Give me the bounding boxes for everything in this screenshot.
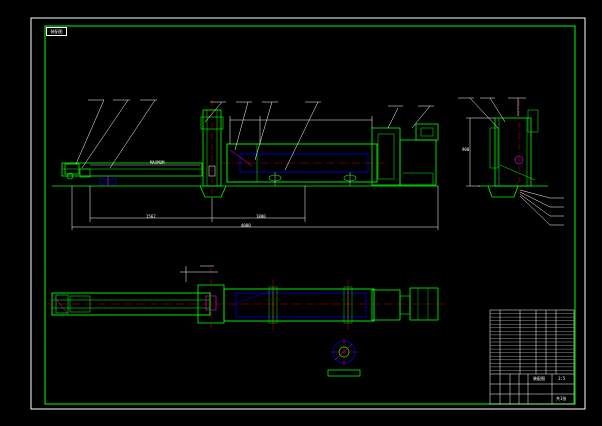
side-height-dim: 900 [462, 147, 470, 152]
dim-4000: 4000 [241, 223, 251, 228]
side-frame [494, 117, 532, 187]
dim-1800: 1800 [256, 214, 266, 219]
boom-length-label: MAXMUM [150, 160, 165, 165]
title-block-sheet: 共1张 [556, 396, 567, 401]
elevation-leaders [75, 99, 434, 171]
plan-motor [409, 287, 439, 321]
support-pit [199, 185, 227, 198]
outer-sheet-border [30, 17, 586, 410]
motor [399, 139, 437, 186]
drawing-corner-label: 装配图 [46, 27, 67, 36]
dim-1562: 1562 [146, 214, 156, 219]
plan-drum [223, 288, 375, 322]
plan-view [46, 265, 445, 330]
left-drive-unit [64, 163, 80, 175]
title-block-rows [490, 313, 574, 371]
detail-view [327, 338, 361, 377]
boom-frame [61, 162, 203, 177]
side-leaders [458, 97, 564, 226]
plan-gearbox [371, 289, 401, 321]
side-view [458, 97, 564, 226]
title-block-drawing-name: 装配图 [533, 376, 545, 381]
title-block-scale: 1:5 [558, 376, 566, 381]
gearbox [371, 127, 401, 186]
inner-drawing-border [44, 25, 576, 405]
elevation-view [52, 99, 439, 230]
